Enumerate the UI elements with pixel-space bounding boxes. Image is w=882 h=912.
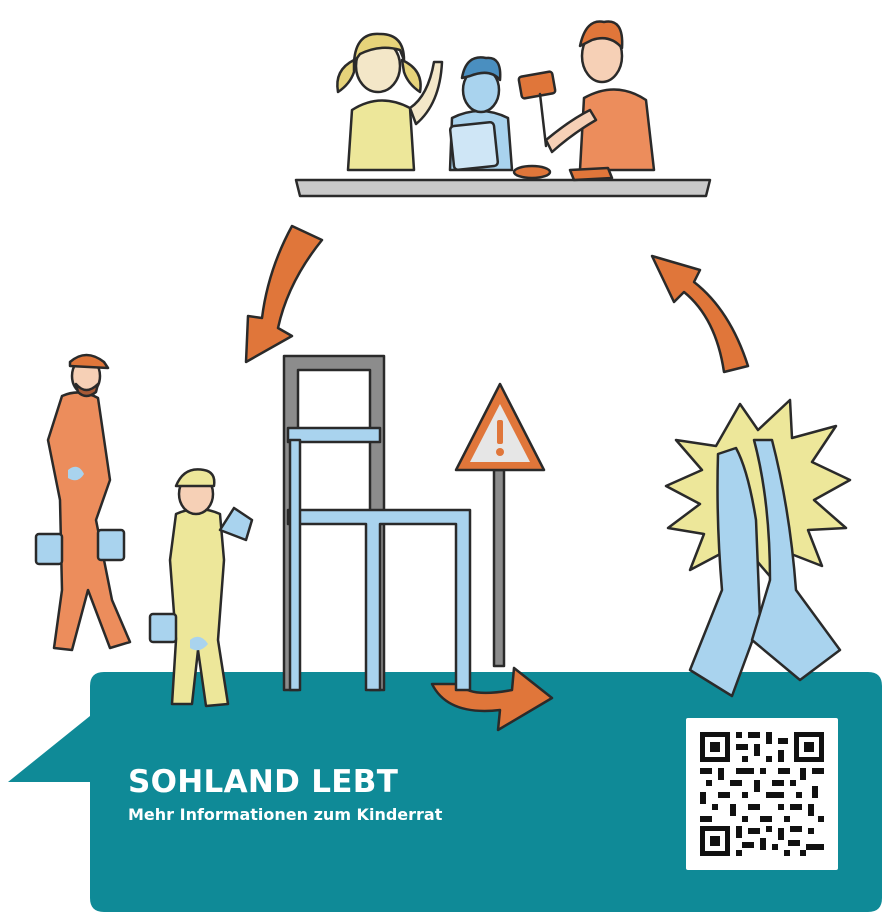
warning-icon (497, 420, 503, 444)
warning-sign (454, 382, 546, 668)
qr-code-icon[interactable] (700, 732, 824, 856)
cycle-arrow-right (650, 254, 750, 374)
qr-code-card[interactable] (686, 718, 838, 870)
cycle-arrow-top-left (244, 224, 324, 364)
banner-text-group: SOHLAND LEBT Mehr Informationen zum Kind… (128, 764, 442, 826)
speech-banner (8, 672, 882, 912)
pipe-frame (282, 354, 472, 692)
council-table-scene (294, 20, 712, 198)
boy-gavel-figure (517, 20, 656, 172)
painter-child-figure (148, 468, 254, 708)
painter-man-figure (34, 353, 132, 652)
girl-figure (336, 32, 444, 172)
boy-blue-figure (448, 56, 514, 172)
banner-title: SOHLAND LEBT (128, 764, 399, 800)
banner-subtitle: Mehr Informationen zum Kinderrat (128, 805, 443, 824)
high-five-scene (664, 398, 852, 698)
